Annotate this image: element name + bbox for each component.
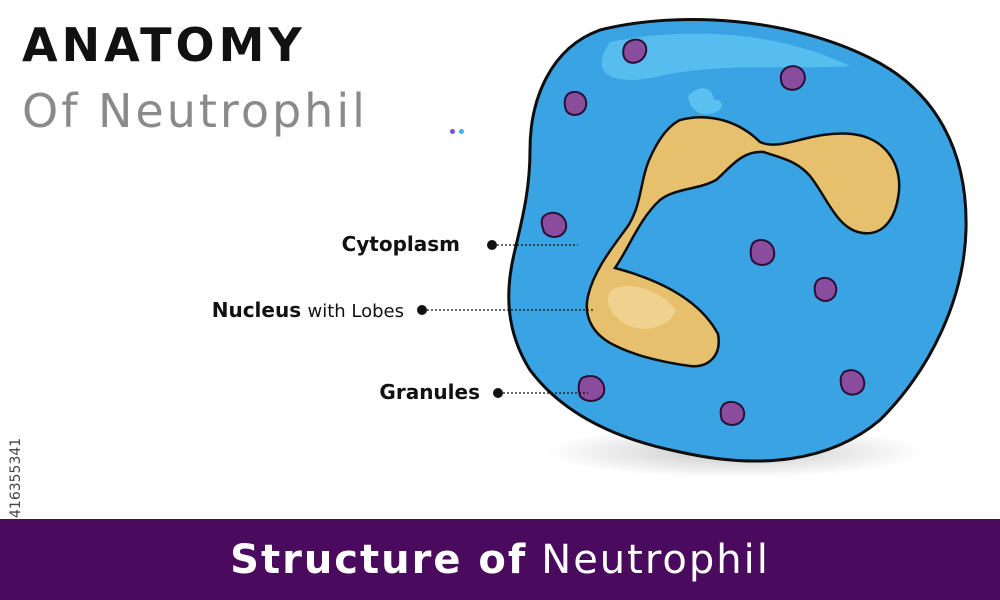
footer-title-regular: Neutrophil: [541, 536, 770, 583]
granule: [749, 238, 776, 266]
footer-banner: [0, 519, 1000, 600]
dot-cyan: [459, 129, 464, 134]
cytoplasm-pointer-dot: [487, 240, 497, 250]
granule: [622, 38, 648, 64]
granule: [577, 374, 606, 402]
cell-cytoplasm: [507, 17, 968, 463]
nucleus-highlight: [607, 286, 676, 329]
cytoplasm-highlight: [601, 33, 850, 80]
granule: [813, 276, 838, 302]
neutrophil-diagram: [417, 17, 968, 478]
dot-purple: [450, 129, 455, 134]
leader-lines: [417, 240, 594, 398]
label-nucleus: Nucleus with Lobes: [212, 298, 404, 322]
granule: [779, 65, 806, 91]
nucleus-pointer-dot: [417, 305, 427, 315]
label-cytoplasm: Cytoplasm: [341, 232, 460, 256]
footer-title: Structure of Neutrophil: [0, 519, 1000, 600]
granule: [719, 400, 746, 426]
label-nucleus-bold: Nucleus: [211, 298, 302, 322]
title-anatomy: ANATOMY: [22, 18, 306, 72]
title-decoration-dots: [450, 121, 468, 139]
granule: [839, 369, 866, 396]
label-granules: Granules: [379, 380, 480, 404]
granule: [563, 90, 588, 116]
granule: [540, 211, 568, 238]
label-nucleus-suffix: with Lobes: [307, 301, 404, 322]
footer-title-bold: Structure of: [230, 536, 528, 583]
cytoplasm-highlight-small: [688, 88, 722, 115]
granules-pointer-dot: [493, 388, 503, 398]
title-of-neutrophil: Of Neutrophil: [22, 84, 368, 138]
granules: [540, 38, 866, 426]
